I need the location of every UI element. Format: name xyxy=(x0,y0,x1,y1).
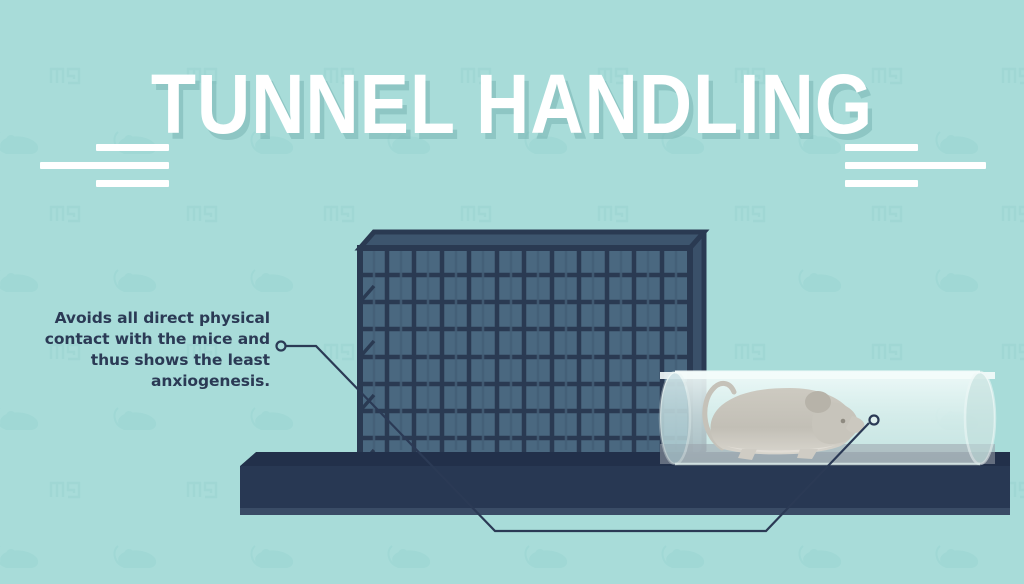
deco-line-left-middle xyxy=(40,162,169,169)
title-block: TUNNEL HANDLING xyxy=(0,52,1024,187)
mouse-cage xyxy=(354,229,710,469)
deco-line-left-top xyxy=(96,144,169,151)
deco-line-left-bottom xyxy=(96,180,169,187)
annotation-connector xyxy=(275,340,880,533)
connector-start-dot xyxy=(275,340,287,352)
page-title: TUNNEL HANDLING xyxy=(150,57,874,151)
deco-line-right-middle xyxy=(845,162,986,169)
deco-line-right-top xyxy=(845,144,918,151)
deco-line-right-bottom xyxy=(845,180,918,187)
mouse-in-tunnel xyxy=(702,381,865,460)
annotation-caption: Avoids all direct physical contact with … xyxy=(44,309,270,390)
connector-end-dot xyxy=(868,414,880,426)
